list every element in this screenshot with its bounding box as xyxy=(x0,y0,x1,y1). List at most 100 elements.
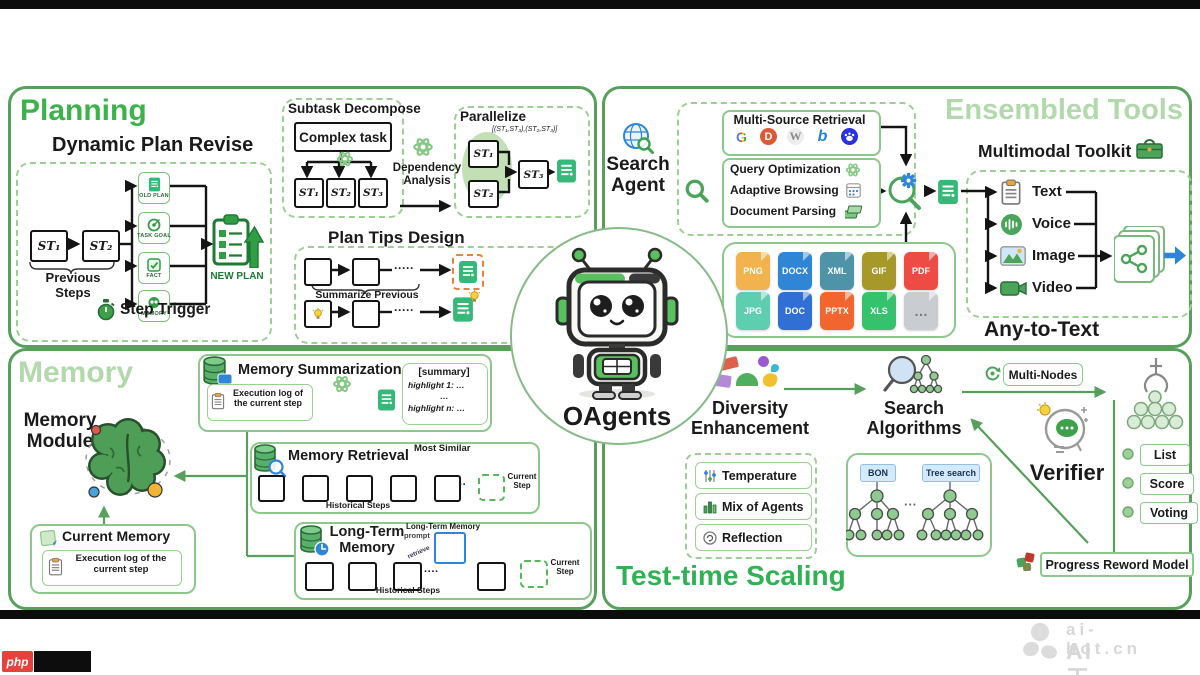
google-icon: G xyxy=(736,128,747,145)
text-label: Text xyxy=(1032,183,1062,200)
watermark-line1: ai-bot.cn xyxy=(1066,620,1141,659)
search-pipeline-region xyxy=(677,102,916,236)
summarization-input-text: Execution log of the current step xyxy=(232,388,303,409)
step-trigger-label: Step Trigger xyxy=(120,301,211,318)
step-box xyxy=(346,475,373,502)
ensembled-tools-title: Ensembled Tools xyxy=(945,94,1183,126)
summary-header: [summary] xyxy=(418,367,470,378)
toolbox-icon xyxy=(1136,139,1163,159)
previous-steps-label: Previous Steps xyxy=(45,270,101,300)
any-to-text-stack-icon xyxy=(1114,226,1165,283)
current-step-box xyxy=(520,560,548,588)
parallel-st1-box: ST₁ xyxy=(468,140,499,168)
multi-source-title: Multi-Source Retrieval xyxy=(733,113,866,127)
step-box xyxy=(352,300,380,328)
bon-badge: BON xyxy=(860,464,896,482)
task-goal-icon xyxy=(147,218,161,231)
voice-icon xyxy=(1001,214,1022,235)
parallel-formula: [(ST₁,ST₃),(ST₂,ST₃)] xyxy=(492,126,558,133)
dynamic-plan-title: Dynamic Plan Revise xyxy=(52,134,254,156)
result-doc-icon xyxy=(556,158,577,184)
wikipedia-icon: W xyxy=(787,128,804,145)
prm-icon xyxy=(1016,552,1037,573)
image-label: Image xyxy=(1032,247,1076,264)
temperature-option: Temperature xyxy=(695,462,812,489)
mix-of-agents-option: Mix of Agents xyxy=(695,493,812,520)
tips-doc-icon xyxy=(452,290,481,328)
summary-doc-icon xyxy=(377,388,396,412)
file-icon-pdf: PDF xyxy=(904,252,938,290)
prompt-label: prompt xyxy=(404,531,430,540)
fact-icon xyxy=(147,257,161,272)
file-icon-png: PNG xyxy=(736,252,770,290)
summary-line-n: highlight n: … xyxy=(408,403,466,413)
tree-search-badge: Tree search xyxy=(922,464,980,482)
voice-label: Voice xyxy=(1032,215,1071,232)
image-icon xyxy=(1000,246,1026,266)
memory-chat-icon xyxy=(148,296,160,310)
long-term-memory-title: Long-Term Memory xyxy=(329,524,405,557)
reflection-icon xyxy=(703,530,717,545)
magnifier-gear-icon xyxy=(888,172,921,210)
parser-icon xyxy=(845,205,862,219)
php-badge-text: php xyxy=(6,654,29,669)
subtask-title: Subtask Decompose xyxy=(288,101,421,116)
text-modality-icon xyxy=(1001,179,1021,205)
duckduckgo-icon: D xyxy=(760,128,777,145)
oagents-wordmark: OAgents xyxy=(562,401,672,431)
parallel-st3-box: ST₃ xyxy=(518,160,549,189)
verifier-icon xyxy=(1037,402,1088,453)
subtask-region xyxy=(282,98,404,218)
current-memory-title: Current Memory xyxy=(62,528,171,544)
bulb-icon xyxy=(312,308,324,320)
parallel-st2-box: ST₂ xyxy=(468,180,499,208)
ellipsis: ···· xyxy=(424,566,439,578)
current-memory-desc: Execution log of the current step xyxy=(75,553,167,575)
query-optimization-label: Query Optimization xyxy=(730,162,841,176)
openai-icon xyxy=(333,374,351,394)
test-time-scaling-title: Test-time Scaling xyxy=(616,560,846,591)
clipboard-icon xyxy=(211,392,225,410)
step-box xyxy=(302,475,329,502)
summary-line-1: highlight 1: … xyxy=(408,380,465,390)
bottom-black-bar xyxy=(0,610,1200,619)
new-plan-label: NEW PLAN xyxy=(210,271,264,282)
file-icon-xml: XML xyxy=(820,252,854,290)
any-to-text-label: Any-to-Text xyxy=(984,318,1100,341)
progress-reword-model-badge: Progress Reword Model xyxy=(1040,552,1194,577)
step-box xyxy=(348,562,377,591)
multimodal-toolkit-title: Multimodal Toolkit xyxy=(978,141,1132,161)
search-algorithms-label: Search Algorithms xyxy=(866,398,962,439)
diversity-shapes-icon xyxy=(715,355,782,394)
bulb-icon xyxy=(468,290,481,303)
sticky-note-icon xyxy=(40,529,57,547)
adaptive-browsing-label: Adaptive Browsing xyxy=(730,183,839,197)
baidu-icon xyxy=(841,128,858,145)
stopwatch-icon xyxy=(97,299,115,321)
file-icon-other: … xyxy=(904,292,938,330)
subtask-st2-box: ST₂ xyxy=(326,178,356,208)
browser-grid-icon xyxy=(846,183,861,198)
summary-mid: … xyxy=(439,391,449,401)
watermark-line2: AI工具集 xyxy=(1066,638,1093,675)
video-icon xyxy=(1000,281,1027,296)
memory-summarization-title: Memory Summarization xyxy=(238,362,402,378)
top-black-bar xyxy=(0,0,1200,9)
step-box-st2: ST₂ xyxy=(82,230,120,262)
file-icon-doc: DOC xyxy=(778,292,812,330)
step-box xyxy=(352,258,380,286)
file-icon-pptx: PPTX xyxy=(820,292,854,330)
plan-tips-title: Plan Tips Design xyxy=(328,228,465,247)
parallelize-region xyxy=(454,106,590,218)
tip-step-box xyxy=(304,300,332,328)
php-badge: php xyxy=(2,651,33,672)
php-badge-black-box xyxy=(34,651,91,672)
bing-icon: b xyxy=(817,127,828,145)
subtask-st1-box: ST₁ xyxy=(294,178,324,208)
bars-icon xyxy=(703,501,717,513)
ellipsis: ·· xyxy=(459,479,467,491)
new-plan-icon xyxy=(212,214,264,268)
summary-output-box xyxy=(402,363,488,425)
export-arrow-icon xyxy=(1164,246,1186,265)
search-magnifier-icon xyxy=(685,179,709,203)
